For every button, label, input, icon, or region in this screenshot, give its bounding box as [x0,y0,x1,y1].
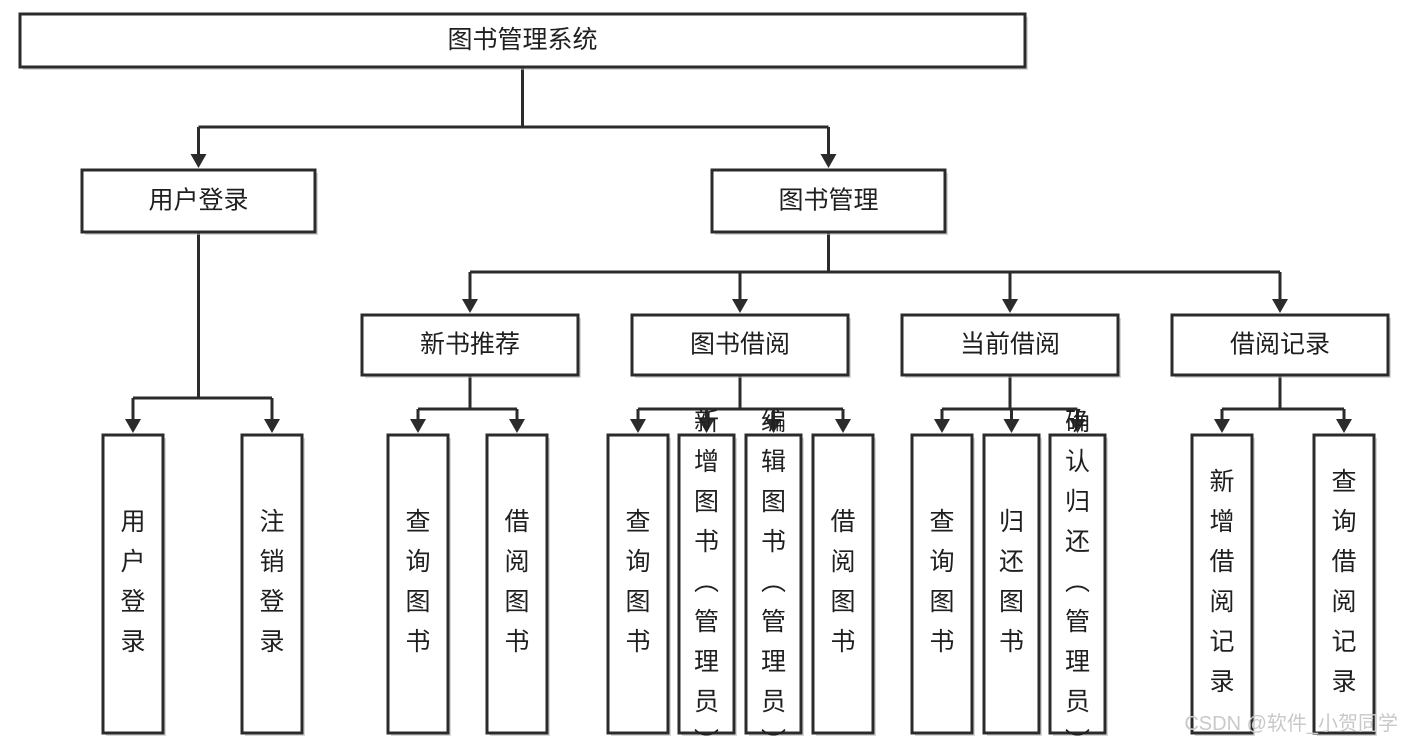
node-rect[interactable] [606,433,670,735]
node-label: 借阅图书 [504,508,529,656]
node-label: 用户登录 [148,187,248,215]
node-rect[interactable] [360,313,580,377]
csdn-watermark: CSDN @软件_小贺同学 [1184,712,1398,735]
node-user-login[interactable]: 用户登录 [80,168,318,235]
node-leaf-query-book-borrow[interactable]: 查询图书 [606,433,671,736]
node-leaf-query-book-recommend[interactable]: 查询图书 [386,433,451,736]
node-leaf-confirm-return[interactable]: 确认归还︵管理员︶ [1048,408,1108,747]
node-leaf-edit-book[interactable]: 编辑图书︵管理员︶ [744,408,804,747]
node-label: 当前借阅 [960,331,1060,359]
node-label: 图书借阅 [690,331,790,359]
node-label: 新增借阅记录 [1209,468,1234,696]
node-label: 借阅图书 [830,508,855,656]
node-leaf-logout[interactable]: 注销登录 [240,433,305,736]
node-label: 查询图书 [929,508,954,656]
node-leaf-borrow-book-recommend[interactable]: 借阅图书 [485,433,550,736]
node-rect[interactable] [630,313,850,377]
node-rect[interactable] [677,433,736,735]
node-rect[interactable] [1190,433,1254,735]
node-leaf-return-book[interactable]: 归还图书 [982,433,1042,736]
node-label: 确认归还︵管理员︶ [1065,408,1090,747]
node-rect[interactable] [101,433,165,735]
node-rect[interactable] [744,433,803,735]
node-label: 借阅记录 [1230,331,1330,359]
node-label: 查询图书 [405,508,430,656]
node-root[interactable]: 图书管理系统 [18,12,1028,70]
node-label: 新增图书︵管理员︶ [694,408,719,747]
node-leaf-borrow-book[interactable]: 借阅图书 [811,433,876,736]
node-label: 编辑图书︵管理员︶ [761,408,786,747]
node-new-book-recommend[interactable]: 新书推荐 [360,313,581,378]
node-borrow-record[interactable]: 借阅记录 [1170,313,1391,378]
connector-layer [125,67,1352,433]
node-label: 图书管理系统 [447,26,597,54]
node-rect[interactable] [982,433,1041,735]
node-book-borrow[interactable]: 图书借阅 [630,313,851,378]
node-layer: 图书管理系统用户登录图书管理新书推荐图书借阅当前借阅借阅记录用户登录注销登录查询… [18,12,1391,747]
node-rect[interactable] [811,433,875,735]
node-leaf-query-borrow-record[interactable]: 查询借阅记录 [1312,433,1377,736]
node-rect[interactable] [80,168,317,234]
node-label: 注销登录 [259,508,284,656]
node-label: 查询图书 [625,508,650,656]
node-label: 新书推荐 [420,331,520,359]
node-rect[interactable] [1170,313,1390,377]
node-rect[interactable] [1312,433,1376,735]
node-current-borrow[interactable]: 当前借阅 [900,313,1121,378]
node-leaf-user-login[interactable]: 用户登录 [101,433,166,736]
node-rect[interactable] [18,12,1027,69]
node-label: 用户登录 [120,508,145,656]
node-rect[interactable] [386,433,450,735]
node-rect[interactable] [710,168,947,234]
node-rect[interactable] [910,433,974,735]
node-rect[interactable] [485,433,549,735]
node-leaf-add-borrow-record[interactable]: 新增借阅记录 [1190,433,1255,736]
node-rect[interactable] [900,313,1120,377]
node-book-manage[interactable]: 图书管理 [710,168,948,235]
node-rect[interactable] [240,433,304,735]
node-label: 归还图书 [999,508,1024,656]
node-label: 查询借阅记录 [1331,468,1356,696]
node-rect[interactable] [1048,433,1107,735]
node-label: 图书管理 [778,187,878,215]
node-leaf-add-book[interactable]: 新增图书︵管理员︶ [677,408,737,747]
node-leaf-query-book-current[interactable]: 查询图书 [910,433,975,736]
